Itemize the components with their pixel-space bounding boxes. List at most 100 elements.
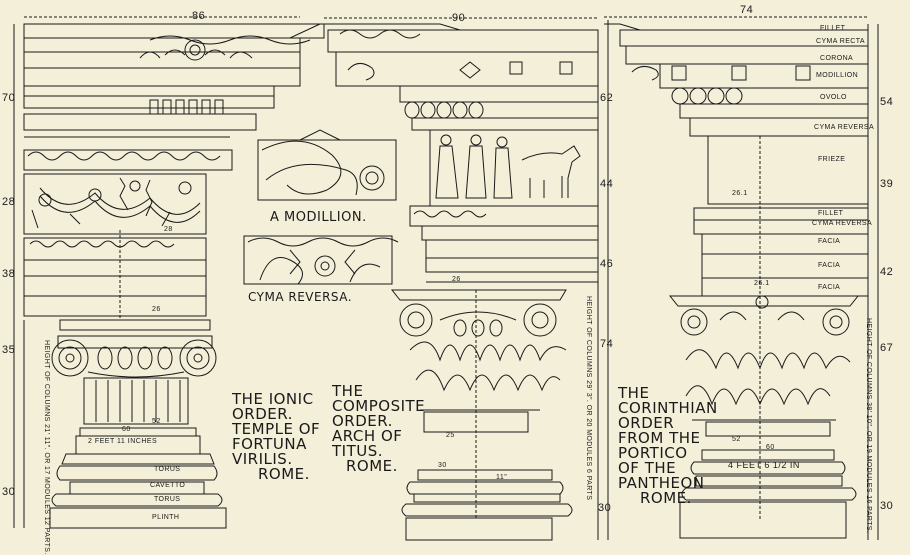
corinthian-label-cyma-recta: CYMA RECTA (816, 38, 865, 45)
corinthian-inner-dim-4: 60 (766, 444, 775, 451)
composite-ovolo (404, 101, 484, 119)
ionic-dim-5: 30 (2, 486, 16, 498)
caption-line: VIRILIS. (232, 450, 293, 468)
composite-dim-1: 62 (600, 92, 614, 104)
procession-figures (435, 134, 581, 199)
corinthian-label-cyma-reversa-upper: CYMA REVERSA (814, 124, 875, 131)
composite-dim-4: 74 (600, 338, 614, 350)
corinthian-capital (668, 295, 860, 421)
composite-dim-2: 44 (600, 178, 614, 190)
corinthian-dim-5: 30 (880, 500, 894, 512)
composite-base (401, 469, 573, 541)
corinthian-inner-dim-1: 26.1 (732, 190, 748, 197)
caption-line: ORDER (618, 414, 675, 432)
ionic-dim-2: 28 (2, 196, 16, 208)
caption-line: THE IONIC (232, 390, 314, 408)
modillion-detail (257, 129, 397, 201)
ionic-capital-dim-2: 52 (152, 418, 161, 425)
corinthian-dim-4: 67 (880, 342, 894, 354)
ionic-height-note: HEIGHT OF COLUMNS 21' 11". OR 17 MODULES… (43, 340, 50, 555)
ionic-label-cavetto: CAVETTO (150, 482, 186, 489)
composite-dim-5: 30 (598, 502, 612, 514)
composite-order-drawing (322, 17, 609, 541)
cyma-reversa-detail (243, 235, 399, 285)
caption-line: TITUS. (332, 442, 384, 460)
corinthian-dim-2: 39 (880, 178, 894, 190)
ionic-entablature-dim-2: 26 (152, 306, 161, 313)
ionic-label-torus-lower: TORUS (154, 496, 181, 503)
composite-top-width: 90 (452, 12, 466, 24)
caption-line: ROME. (640, 489, 692, 507)
corinthian-label-modillion: MODILLION (816, 72, 859, 79)
corinthian-label-facia-3: FACIA (818, 284, 841, 291)
corinthian-height-note: HEIGHT OF COLUMNS 38' 10". OR 19 MODULES… (865, 318, 872, 534)
corinthian-order-drawing (604, 16, 879, 540)
caption-line: ORDER. (232, 405, 293, 423)
caption-line: CORINTHIAN (618, 399, 718, 417)
corinthian-label-fillet-lower: FILLET (818, 210, 844, 217)
corinthian-label-ovolo: OVOLO (820, 94, 847, 101)
caption-line: PANTHEON (618, 474, 705, 492)
corinthian-label-cyma-reversa-lower: CYMA REVERSA (812, 220, 873, 227)
caption-line: TEMPLE OF (232, 420, 321, 438)
ionic-label-torus-upper: TORUS (154, 466, 181, 473)
composite-inner-dim-1: 26 (452, 276, 461, 283)
cornice-ornament (139, 35, 311, 61)
composite-modillions (347, 61, 573, 81)
caption-line: THE (332, 382, 364, 400)
corinthian-label-facia-2: FACIA (818, 262, 841, 269)
caption-line: FROM THE (618, 429, 701, 447)
ionic-label-plinth: PLINTH (152, 514, 180, 521)
caption-line: COMPOSITE (332, 397, 426, 415)
ionic-caption: THE IONIC ORDER. TEMPLE OF FORTUNA VIRIL… (232, 392, 320, 482)
composite-caption: THE COMPOSITE ORDER. ARCH OF TITUS. ROME… (332, 384, 425, 474)
ionic-shaft (83, 377, 189, 425)
caption-line: ARCH OF (332, 427, 403, 445)
caption-line: THE (618, 384, 650, 402)
corinthian-top-width: 74 (740, 4, 754, 16)
ionic-capital (51, 319, 217, 378)
corinthian-dim-1: 54 (880, 96, 894, 108)
corinthian-label-corona: CORONA (820, 55, 854, 62)
composite-frieze (429, 129, 599, 207)
corinthian-base (679, 449, 857, 539)
caption-line: ROME. (346, 457, 398, 475)
corinthian-label-fillet: FILLET (820, 25, 846, 32)
ionic-entablature-dim-1: 28 (164, 226, 173, 233)
corinthian-inner-dim-2: 26.1 (754, 280, 770, 287)
cyma-reversa-label: CYMA REVERSA. (248, 290, 353, 304)
ionic-dim-3: 38 (2, 268, 16, 280)
composite-base-note: 11" (496, 474, 508, 481)
corinthian-label-frieze: FRIEZE (818, 156, 846, 163)
corinthian-ovolo (671, 87, 743, 105)
ionic-base-note: 2 FEET 11 INCHES (88, 438, 158, 445)
composite-capital (390, 289, 567, 411)
ionic-dim-4: 35 (2, 344, 16, 356)
frieze-garlands (31, 177, 201, 229)
modillion-label: A MODILLION. (270, 210, 367, 225)
ionic-dim-1: 70 (2, 92, 16, 104)
caption-line: ORDER. (332, 412, 393, 430)
corinthian-dim-3: 42 (880, 266, 894, 278)
corinthian-label-facia-1: FACIA (818, 238, 841, 245)
corinthian-modillions (631, 65, 811, 81)
caption-line: ROME. (258, 465, 310, 483)
composite-inner-dim-3: 30 (438, 462, 447, 469)
ionic-base (49, 427, 227, 529)
dentils (149, 99, 224, 115)
ionic-order-drawing (13, 16, 325, 529)
corinthian-base-note: 4 FEET 6 1/2 IN (728, 460, 800, 470)
composite-dim-3: 46 (600, 258, 614, 270)
caption-line: FORTUNA (232, 435, 307, 453)
composite-inner-dim-2: 25 (446, 432, 455, 439)
ionic-top-width: 86 (192, 10, 206, 22)
ionic-capital-dim-1: 60 (122, 426, 131, 433)
caption-line: PORTICO (618, 444, 688, 462)
corinthian-inner-dim-3: 52 (732, 436, 741, 443)
composite-height-note: HEIGHT OF COLUMNS 29' 3". OR 20 MODULES … (585, 296, 592, 501)
corinthian-caption: THE CORINTHIAN ORDER FROM THE PORTICO OF… (618, 386, 718, 506)
caption-line: OF THE (618, 459, 677, 477)
ionic-frieze (23, 173, 207, 235)
